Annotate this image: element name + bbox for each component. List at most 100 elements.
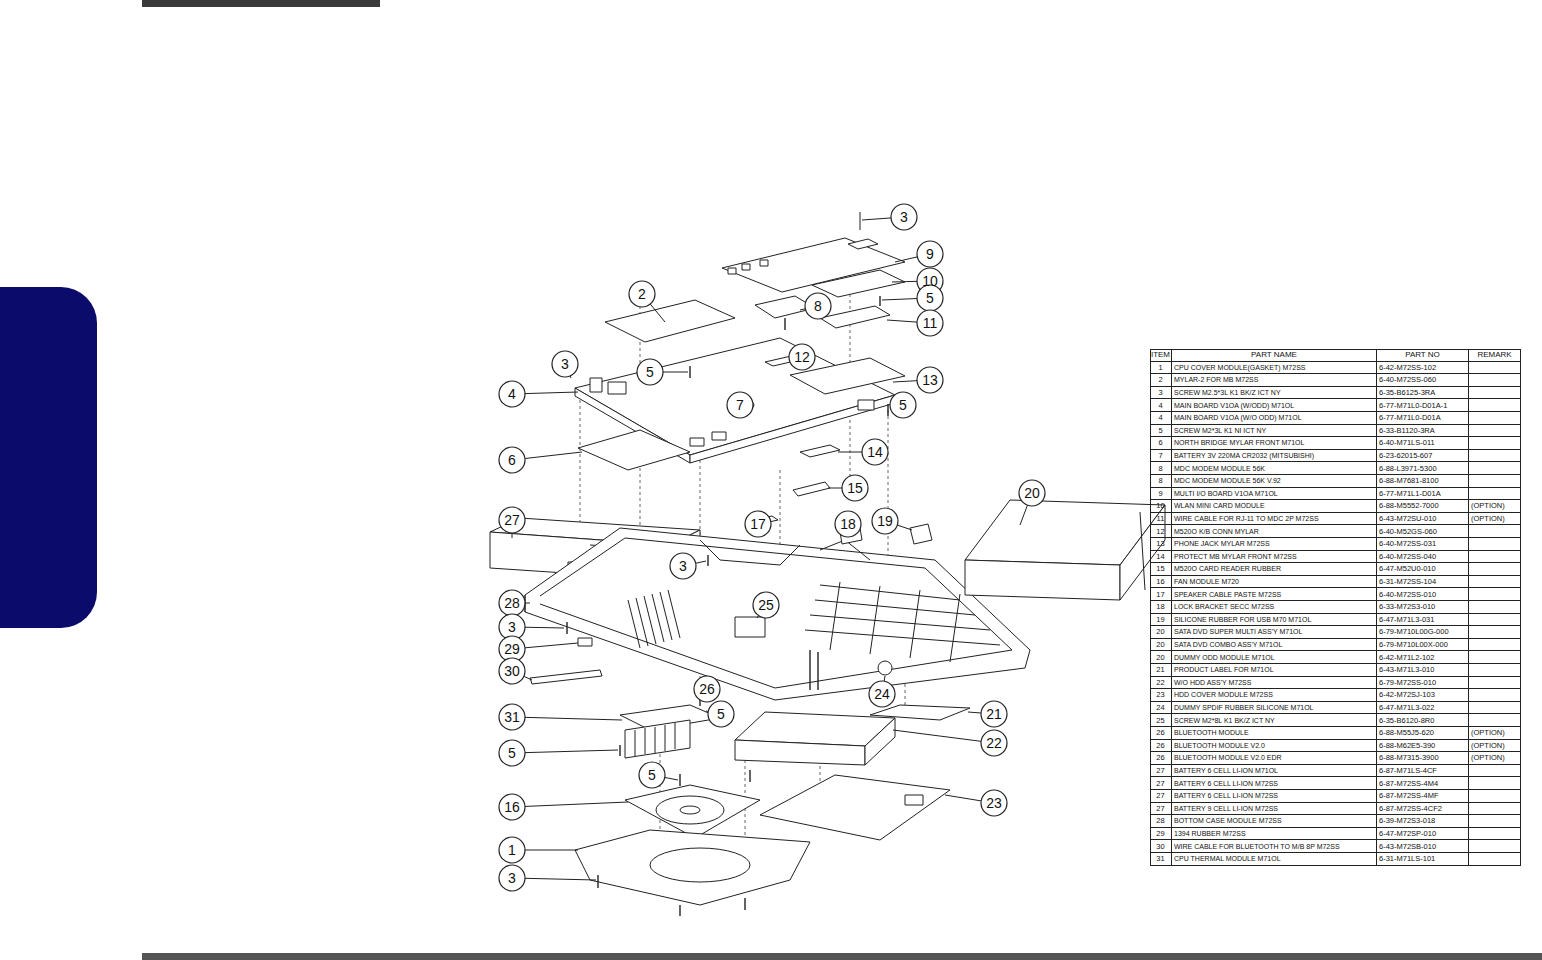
table-cell: BLUETOOTH MODULE <box>1172 727 1377 740</box>
item-number: 26 <box>1156 728 1164 737</box>
remark: (OPTION) <box>1469 514 1505 523</box>
part-name: MULTI I/O BOARD V1OA M71OL <box>1172 490 1278 497</box>
table-cell: 4 <box>1150 399 1172 412</box>
callout-number: 27 <box>499 507 525 533</box>
table-cell: 6-40-M72SS-031 <box>1377 538 1469 551</box>
leader-line <box>968 712 981 713</box>
leader-line <box>525 878 596 880</box>
part-name: CPU COVER MODULE(GASKET) M72SS <box>1172 364 1305 371</box>
part-number: 6-42-M71L2-102 <box>1377 653 1434 662</box>
callout-circle <box>499 590 525 616</box>
part-name: LOCK BRACKET SECC M72SS <box>1172 603 1274 610</box>
part-number: 6-88-M55J5-620 <box>1377 728 1434 737</box>
callout-circle <box>499 794 525 820</box>
table-cell: (OPTION) <box>1469 752 1521 765</box>
leader-line <box>525 627 564 629</box>
callout-number: 24 <box>869 681 895 707</box>
table-cell: WIRE CABLE FOR RJ-11 TO MDC 2P M72SS <box>1172 513 1377 526</box>
table-cell <box>1469 412 1521 425</box>
part-name: PHONE JACK MYLAR M72SS <box>1172 540 1270 547</box>
callout-circle <box>637 359 663 385</box>
table-cell: (OPTION) <box>1469 740 1521 753</box>
callout-number: 5 <box>499 740 525 766</box>
part-name: SPEAKER CABLE PASTE M72SS <box>1172 591 1281 598</box>
table-cell: 11 <box>1150 513 1172 526</box>
part-name: WIRE CABLE FOR RJ-11 TO MDC 2P M72SS <box>1172 515 1319 522</box>
table-cell: 10 <box>1150 500 1172 513</box>
callout-number: 21 <box>981 701 1007 727</box>
item-number: 20 <box>1156 640 1164 649</box>
part-name: SATA DVD COMBO ASS'Y M71OL <box>1172 641 1282 648</box>
table-cell <box>1469 462 1521 475</box>
part-name: W/O HDD ASS'Y M72SS <box>1172 679 1251 686</box>
table-cell: DUMMY SPDIF RUBBER SILICONE M71OL <box>1172 702 1377 715</box>
callout-circle <box>552 351 578 377</box>
table-cell: 28 <box>1150 815 1172 828</box>
table-cell: 22 <box>1150 677 1172 690</box>
part-name: BLUETOOTH MODULE <box>1172 729 1249 736</box>
part-number: 6-87-M72SS-4CF2 <box>1377 804 1442 813</box>
side-tab <box>0 287 97 628</box>
item-number: 17 <box>1156 590 1164 599</box>
item-number: 15 <box>1156 564 1164 573</box>
table-cell: 6-39-M72S3-018 <box>1377 815 1469 828</box>
callout-circle <box>499 704 525 730</box>
callout-circle <box>1019 480 1045 506</box>
table-cell: 9 <box>1150 488 1172 501</box>
callout-number: 15 <box>842 475 868 501</box>
table-cell: BATTERY 3V 220MA CR2032 (MITSUBISHI) <box>1172 450 1377 463</box>
callout-circle <box>499 740 525 766</box>
callout-circle <box>639 762 665 788</box>
callout-number: 3 <box>499 614 525 640</box>
table-cell: 6-88-M5552-7000 <box>1377 500 1469 513</box>
leader-line <box>525 603 530 604</box>
table-cell: (OPTION) <box>1469 727 1521 740</box>
leader-line <box>663 372 688 373</box>
callout-number: 5 <box>917 285 943 311</box>
table-cell: 6-88-M55J5-620 <box>1377 727 1469 740</box>
callout-circle <box>890 392 916 418</box>
leader-line <box>897 525 912 530</box>
callout-number: 5 <box>637 359 663 385</box>
table-cell: 6-88-M7681-8100 <box>1377 475 1469 488</box>
item-number: 23 <box>1156 690 1164 699</box>
table-cell <box>1469 601 1521 614</box>
remark: (OPTION) <box>1469 728 1505 737</box>
part-number: 6-79-M72SS-010 <box>1377 678 1436 687</box>
table-cell: MAIN BOARD V1OA (W/ODD) M71OL <box>1172 399 1377 412</box>
callout-number: 3 <box>552 351 578 377</box>
leader-line <box>884 676 886 681</box>
table-cell <box>1469 475 1521 488</box>
item-number: 4 <box>1158 413 1162 422</box>
remark: (OPTION) <box>1469 501 1505 510</box>
item-number: 16 <box>1156 577 1164 586</box>
leader-line <box>525 850 578 851</box>
callout-number: 1 <box>499 837 525 863</box>
item-number: 13 <box>1156 539 1164 548</box>
table-cell: MDC MODEM MODULE 56K <box>1172 462 1377 475</box>
table-cell: 6-79-M72SS-010 <box>1377 677 1469 690</box>
callout-number: 22 <box>981 730 1007 756</box>
callout-circle <box>981 790 1007 816</box>
part-name: CPU THERMAL MODULE M71OL <box>1172 855 1281 862</box>
item-number: 1 <box>1158 363 1162 372</box>
callout-number: 4 <box>499 381 525 407</box>
table-cell: 31 <box>1150 853 1172 866</box>
leader-line <box>892 281 917 283</box>
item-number: 14 <box>1156 552 1164 561</box>
table-cell <box>1469 563 1521 576</box>
table-cell: SCREW M2*3L K1 NI ICT NY <box>1172 425 1377 438</box>
item-number: 25 <box>1156 716 1164 725</box>
callout-circle <box>727 392 753 418</box>
table-cell: 6-40-M71LS-011 <box>1377 437 1469 450</box>
item-number: 26 <box>1156 753 1164 762</box>
part-name: BOTTOM CASE MODULE M72SS <box>1172 817 1282 824</box>
table-cell: LOCK BRACKET SECC M72SS <box>1172 601 1377 614</box>
table-cell: 6-79-M710L00X-000 <box>1377 639 1469 652</box>
part-number: 6-88-M5552-7000 <box>1377 501 1439 510</box>
table-cell: 6-87-M72SS-4M4 <box>1377 777 1469 790</box>
table-cell: 27 <box>1150 803 1172 816</box>
item-number: 22 <box>1156 678 1164 687</box>
item-number: 9 <box>1158 489 1162 498</box>
leader-line <box>882 299 917 300</box>
